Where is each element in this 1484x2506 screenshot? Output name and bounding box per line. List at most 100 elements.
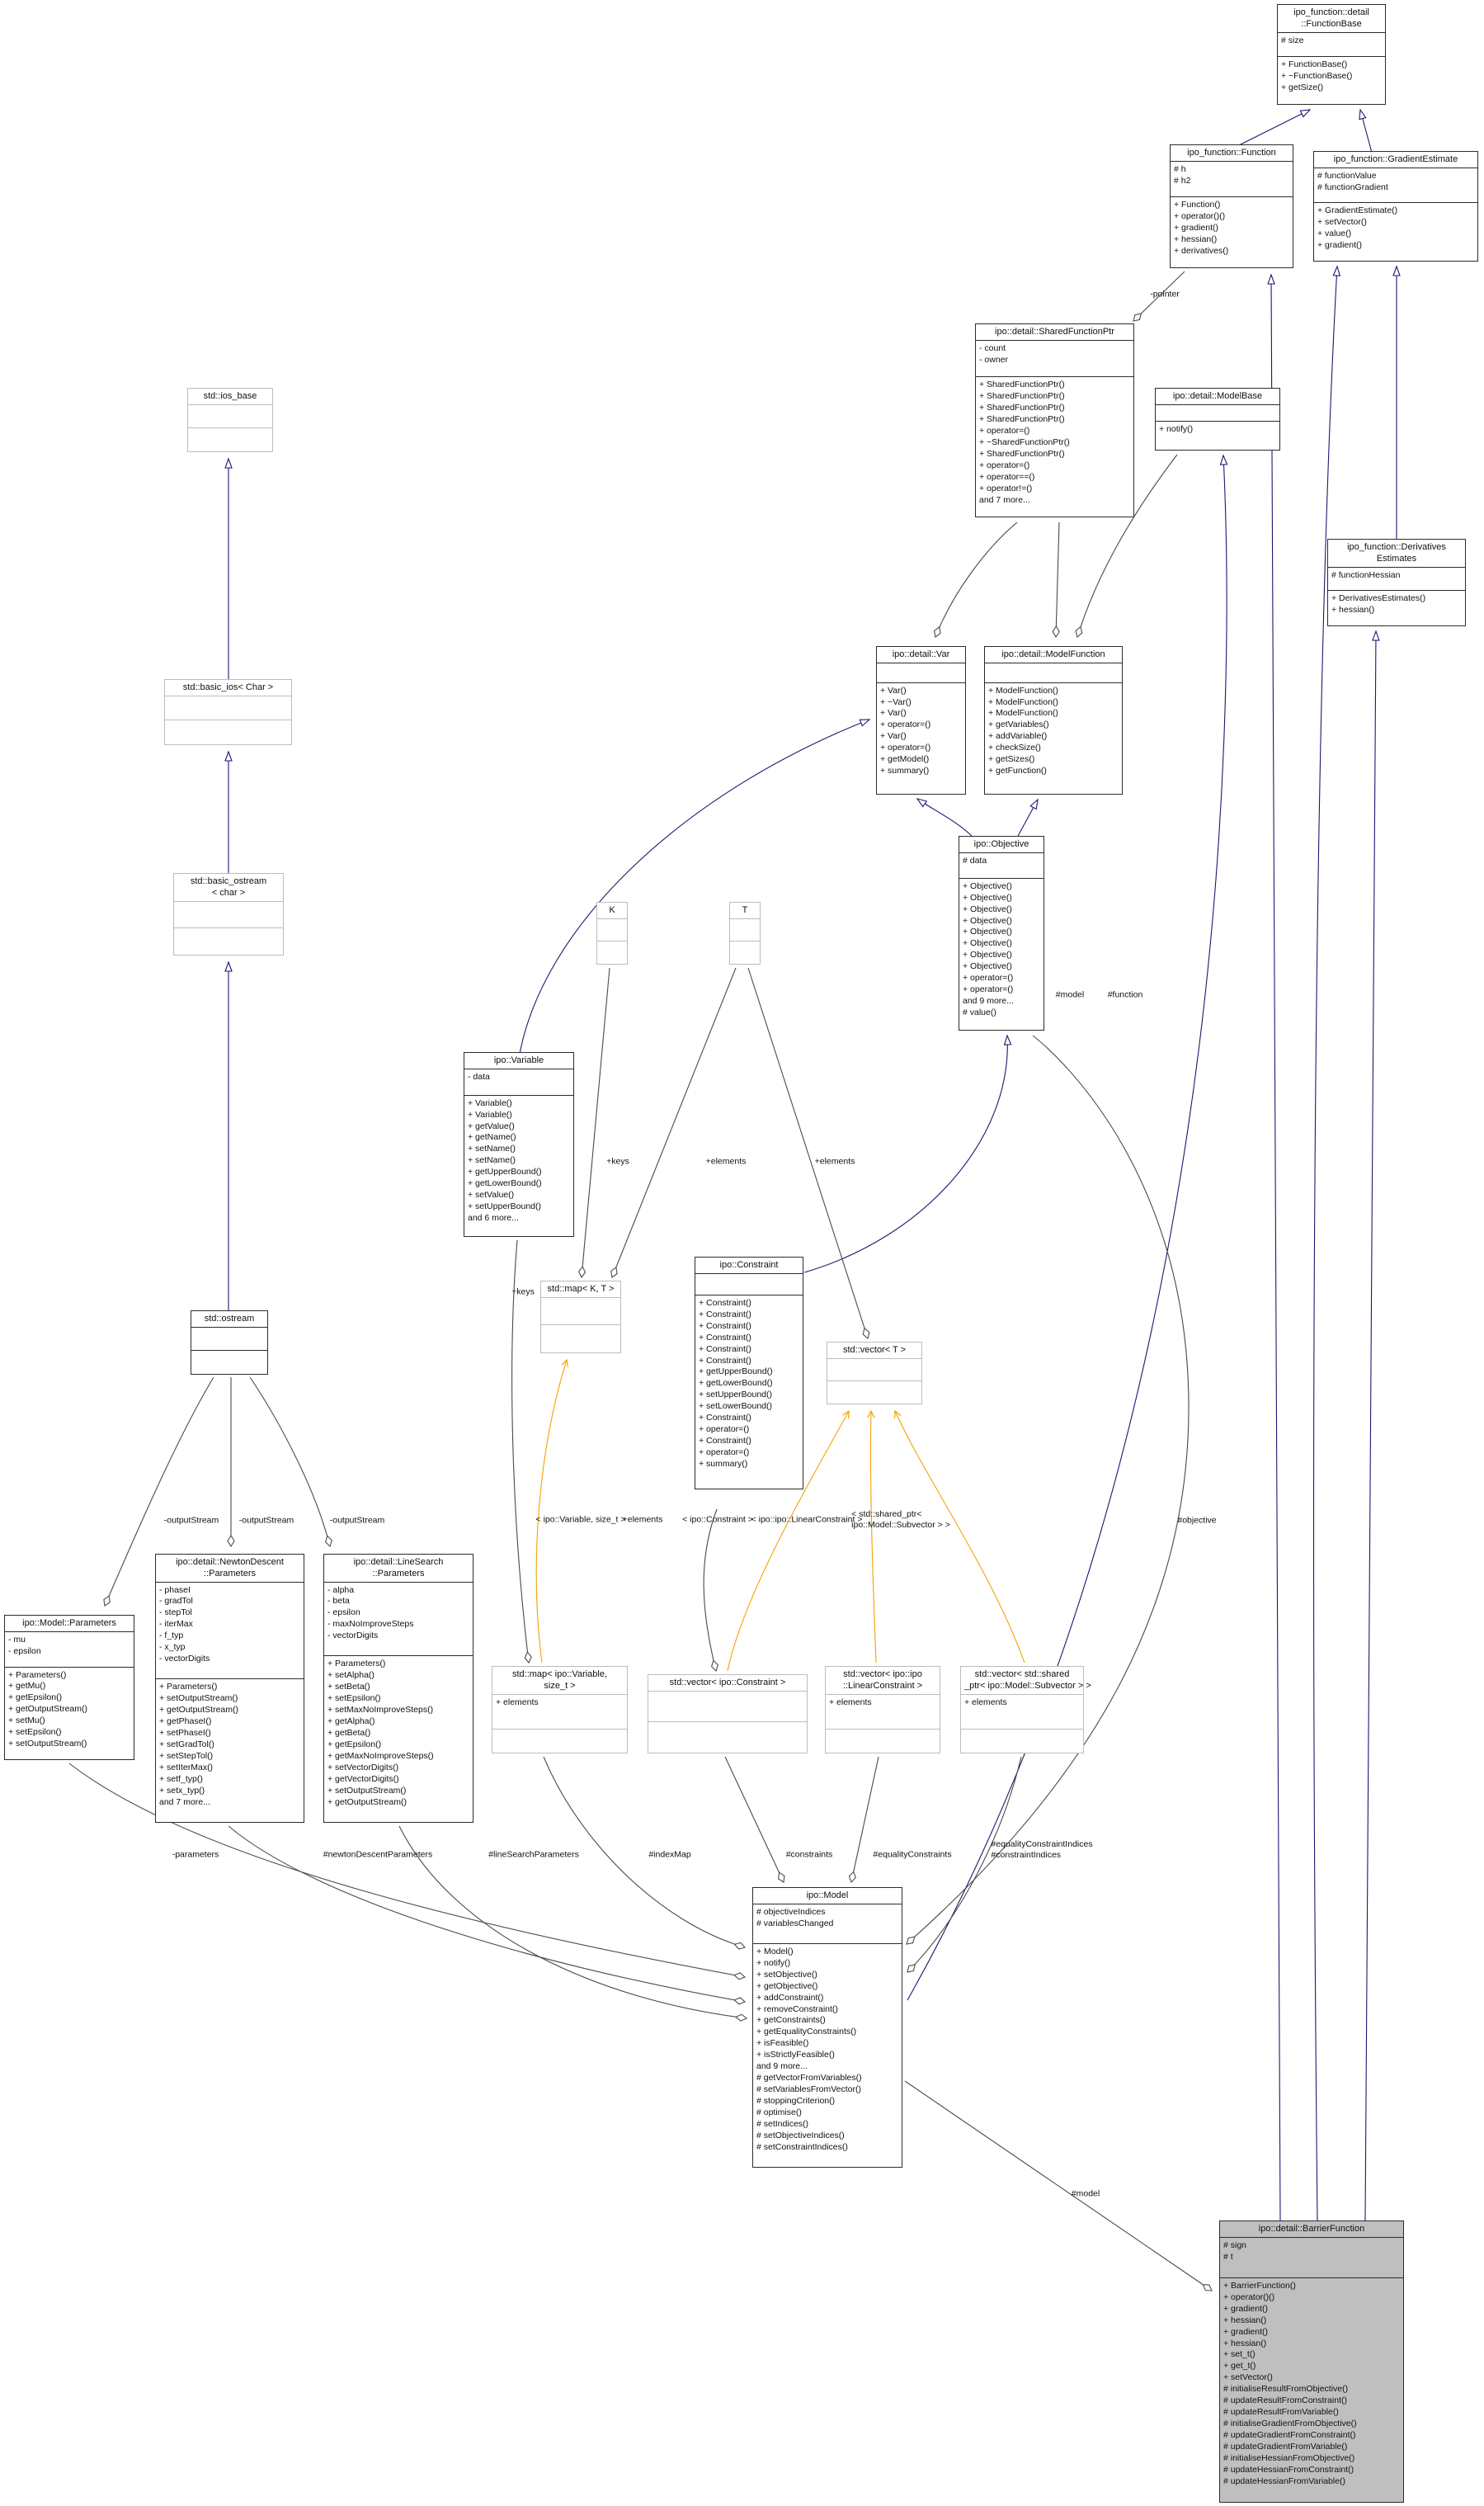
class-vector-linear-constraint[interactable]: std::vector< ipo::ipo::LinearConstraint …: [825, 1666, 940, 1753]
member-row: + operator!=(): [979, 483, 1033, 493]
class-methods: [174, 927, 283, 955]
member-row: + getLowerBound(): [699, 1378, 773, 1389]
class-attributes: [191, 1326, 267, 1351]
class-methods: + Function()+ operator()()+ gradient()+ …: [1171, 196, 1293, 267]
class-title-line: ::FunctionBase: [1301, 18, 1362, 29]
edge-aggregate: [511, 1239, 532, 1664]
class-methods: [191, 1350, 267, 1374]
edge-label: #lineSearchParameters: [488, 1849, 579, 1860]
member-row: # updateGradientFromConstraint(): [1223, 2430, 1356, 2441]
class-gradient-estimate[interactable]: ipo_function::GradientEstimate # functio…: [1313, 151, 1478, 262]
member-row: + value(): [1317, 229, 1352, 239]
member-row: - stepTol: [159, 1607, 192, 1618]
member-row: - data: [468, 1071, 490, 1082]
class-ostream[interactable]: std::ostream: [191, 1310, 268, 1375]
class-vector-t[interactable]: std::vector< T >: [827, 1342, 922, 1404]
edge-label: #indexMap: [648, 1849, 691, 1860]
class-title: T: [730, 903, 760, 918]
member-row: + getLowerBound(): [468, 1178, 542, 1189]
class-function[interactable]: ipo_function::Function # h# h2 + Functio…: [1170, 144, 1293, 268]
class-title: ipo::detail::LineSearch::Parameters: [324, 1555, 473, 1582]
member-row: + operator=(): [880, 743, 931, 753]
member-row: + getOutputStream(): [8, 1704, 88, 1715]
member-row: + setVector(): [1223, 2372, 1273, 2383]
class-title-line: ipo::Model::Parameters: [22, 1618, 116, 1628]
class-title-line: std::map< K, T >: [547, 1284, 615, 1294]
class-model[interactable]: ipo::Model # objectiveIndices# variables…: [752, 1887, 902, 2168]
member-row: + ~SharedFunctionPtr(): [979, 437, 1070, 447]
member-row: + getEqualityConstraints(): [756, 2027, 857, 2037]
member-row: - epsilon: [327, 1607, 360, 1618]
member-row: + operator=(): [699, 1424, 750, 1435]
class-title-line: ipo::detail::Var: [892, 649, 950, 659]
class-model-parameters[interactable]: ipo::Model::Parameters - mu- epsilon + P…: [4, 1615, 134, 1760]
member-row: + Constraint(): [699, 1355, 751, 1366]
edge-aggregate: [904, 2080, 1213, 2291]
member-row: + setAlpha(): [327, 1670, 375, 1681]
class-attributes: [695, 1272, 803, 1295]
class-objective[interactable]: ipo::Objective # data + Objective()+ Obj…: [959, 836, 1044, 1031]
class-methods: [165, 720, 291, 744]
class-title: ipo::detail::NewtonDescent::Parameters: [156, 1555, 304, 1582]
member-row: # data: [963, 855, 987, 866]
class-barrier-function[interactable]: ipo::detail::BarrierFunction # sign# t +…: [1219, 2220, 1404, 2503]
class-attributes: [174, 900, 283, 928]
member-row: # h2: [1174, 175, 1191, 186]
member-row: + Objective(): [963, 950, 1012, 960]
member-row: + setUpperBound(): [468, 1201, 542, 1212]
class-map-kt[interactable]: std::map< K, T >: [540, 1281, 621, 1353]
class-model-function[interactable]: ipo::detail::ModelFunction + ModelFuncti…: [984, 646, 1123, 795]
edge-aggregate: [1052, 521, 1060, 639]
class-basic-ios[interactable]: std::basic_ios< Char >: [164, 679, 292, 745]
member-row: - x_typ: [159, 1642, 186, 1653]
class-attributes: - alpha- beta- epsilon- maxNoImproveStep…: [324, 1581, 473, 1656]
class-methods: + SharedFunctionPtr()+ SharedFunctionPtr…: [976, 376, 1133, 517]
edge-template: [535, 1358, 569, 1664]
class-shared-function-ptr[interactable]: ipo::detail::SharedFunctionPtr - count- …: [975, 323, 1134, 517]
class-t-param[interactable]: T: [729, 902, 761, 965]
class-newton-descent-parameters[interactable]: ipo::detail::NewtonDescent::Parameters -…: [155, 1554, 304, 1823]
class-map-variable-sizet[interactable]: std::map< ipo::Variable,size_t > + eleme…: [492, 1666, 628, 1753]
class-attributes: # functionValue# functionGradient: [1314, 167, 1477, 203]
class-attributes: + elements: [492, 1693, 627, 1730]
member-row: + getConstraints(): [756, 2015, 826, 2026]
member-row: + BarrierFunction(): [1223, 2280, 1296, 2291]
class-vector-shared-ptr[interactable]: std::vector< std::shared_ptr< ipo::Model…: [960, 1666, 1091, 1753]
member-row: + operator=(): [979, 460, 1030, 470]
class-line-search-parameters[interactable]: ipo::detail::LineSearch::Parameters - al…: [323, 1554, 473, 1823]
class-methods: [826, 1729, 940, 1753]
member-row: + ModelFunction(): [988, 708, 1058, 719]
member-row: + setOutputStream(): [159, 1693, 238, 1704]
class-title-line: T: [742, 905, 748, 915]
class-methods: [597, 941, 627, 964]
member-row: + setMaxNoImproveSteps(): [327, 1705, 434, 1716]
member-row: - gradTol: [159, 1596, 193, 1607]
class-model-base[interactable]: ipo::detail::ModelBase + notify(): [1155, 388, 1280, 451]
member-row: # getVectorFromVariables(): [756, 2073, 862, 2084]
class-ios-base[interactable]: std::ios_base: [187, 388, 273, 452]
member-row: # h: [1174, 163, 1186, 174]
class-vector-constraint[interactable]: std::vector< ipo::Constraint >: [648, 1674, 808, 1753]
member-row: # t: [1223, 2251, 1233, 2262]
member-row: + setObjective(): [756, 1969, 817, 1980]
class-methods: + Model()+ notify()+ setObjective()+ get…: [753, 1942, 902, 2167]
class-var[interactable]: ipo::detail::Var + Var()+ ~Var()+ Var()+…: [876, 646, 966, 795]
member-row: and 9 more...: [756, 2061, 808, 2072]
member-row: # setIndices(): [756, 2119, 809, 2130]
class-k-param[interactable]: K: [596, 902, 628, 965]
edge-aggregate: [848, 1756, 879, 1884]
member-row: + Parameters(): [327, 1659, 386, 1669]
class-title-line: std::map< ipo::Variable,: [511, 1669, 608, 1679]
class-variable[interactable]: ipo::Variable - data + Variable()+ Varia…: [464, 1052, 574, 1237]
member-row: + gradient(): [1174, 223, 1218, 234]
class-constraint[interactable]: ipo::Constraint + Constraint()+ Constrai…: [695, 1257, 803, 1489]
class-basic-ostream[interactable]: std::basic_ostream< char >: [173, 873, 284, 956]
class-function-base[interactable]: ipo_function::detail::FunctionBase # siz…: [1277, 4, 1386, 105]
member-row: + getUpperBound(): [699, 1366, 773, 1377]
edge-label: -outputStream: [329, 1515, 385, 1526]
member-row: # initialiseHessianFromObjective(): [1223, 2453, 1355, 2464]
class-attributes: [188, 404, 272, 428]
edge-label: #equalityConstraintIndices #constraintIn…: [991, 1838, 1093, 1860]
